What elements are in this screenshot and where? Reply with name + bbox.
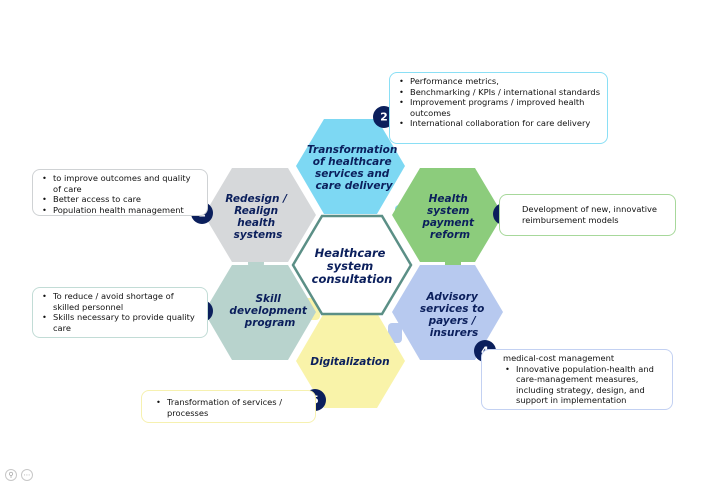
callout-6-item: Skills necessary to provide quality care bbox=[42, 312, 201, 333]
magnifier-icon[interactable]: ⚲ bbox=[5, 469, 17, 481]
callout-4-item: Innovative population-health and care-ma… bbox=[505, 364, 666, 406]
callout-5: Transformation of services / processes bbox=[141, 390, 316, 423]
hexagon-1-title: Redesign / Realign health systems bbox=[225, 193, 290, 241]
callout-3-text: Development of new, innovative reimburse… bbox=[522, 204, 658, 225]
hexagon-5[interactable] bbox=[296, 313, 405, 408]
hexagon-1[interactable] bbox=[204, 168, 316, 262]
callout-2-item: Benchmarking / KPIs / international stan… bbox=[399, 87, 601, 98]
callout-1-item: Better access to care bbox=[42, 194, 201, 205]
callout-2: Performance metrics, Benchmarking / KPIs… bbox=[389, 72, 608, 144]
callout-6-item: To reduce / avoid shortage of skilled pe… bbox=[42, 291, 201, 312]
callout-2-item: Improvement programs / improved health o… bbox=[399, 97, 601, 118]
callout-5-item: Transformation of services / processes bbox=[156, 397, 309, 418]
callout-3: Development of new, innovative reimburse… bbox=[499, 194, 676, 236]
callout-2-item: International collaboration for care del… bbox=[399, 118, 601, 129]
more-icon[interactable]: ⋯ bbox=[21, 469, 33, 481]
hexagon-2[interactable] bbox=[296, 119, 405, 214]
callout-1-item: Population health management bbox=[42, 205, 201, 216]
callout-1: to improve outcomes and quality of care … bbox=[32, 169, 208, 216]
svg-text:2: 2 bbox=[380, 111, 388, 124]
hexagon-4-title: Advisory services to payers / insurers bbox=[420, 291, 488, 339]
center-title: Healthcare system consultation bbox=[312, 246, 393, 286]
callout-1-item: to improve outcomes and quality of care bbox=[42, 173, 201, 194]
callout-6: To reduce / avoid shortage of skilled pe… bbox=[32, 287, 208, 338]
callout-2-item: Performance metrics, bbox=[399, 76, 601, 87]
hexagon-2-title: Transformation of healthcare services an… bbox=[307, 144, 401, 192]
hexagon-3-title: Health system payment reform bbox=[421, 193, 477, 241]
hexagon-6-title: Skill development program bbox=[229, 293, 310, 329]
hexagon-4[interactable] bbox=[392, 265, 503, 360]
callout-4-text: medical-cost management bbox=[503, 353, 615, 363]
hexagon-5-title: Digitalization bbox=[310, 356, 389, 368]
callout-4: medical-cost management Innovative popul… bbox=[481, 349, 673, 410]
hexagon-6[interactable] bbox=[204, 265, 316, 360]
hexagon-3[interactable] bbox=[392, 168, 503, 262]
center-hexagon[interactable] bbox=[291, 214, 413, 316]
